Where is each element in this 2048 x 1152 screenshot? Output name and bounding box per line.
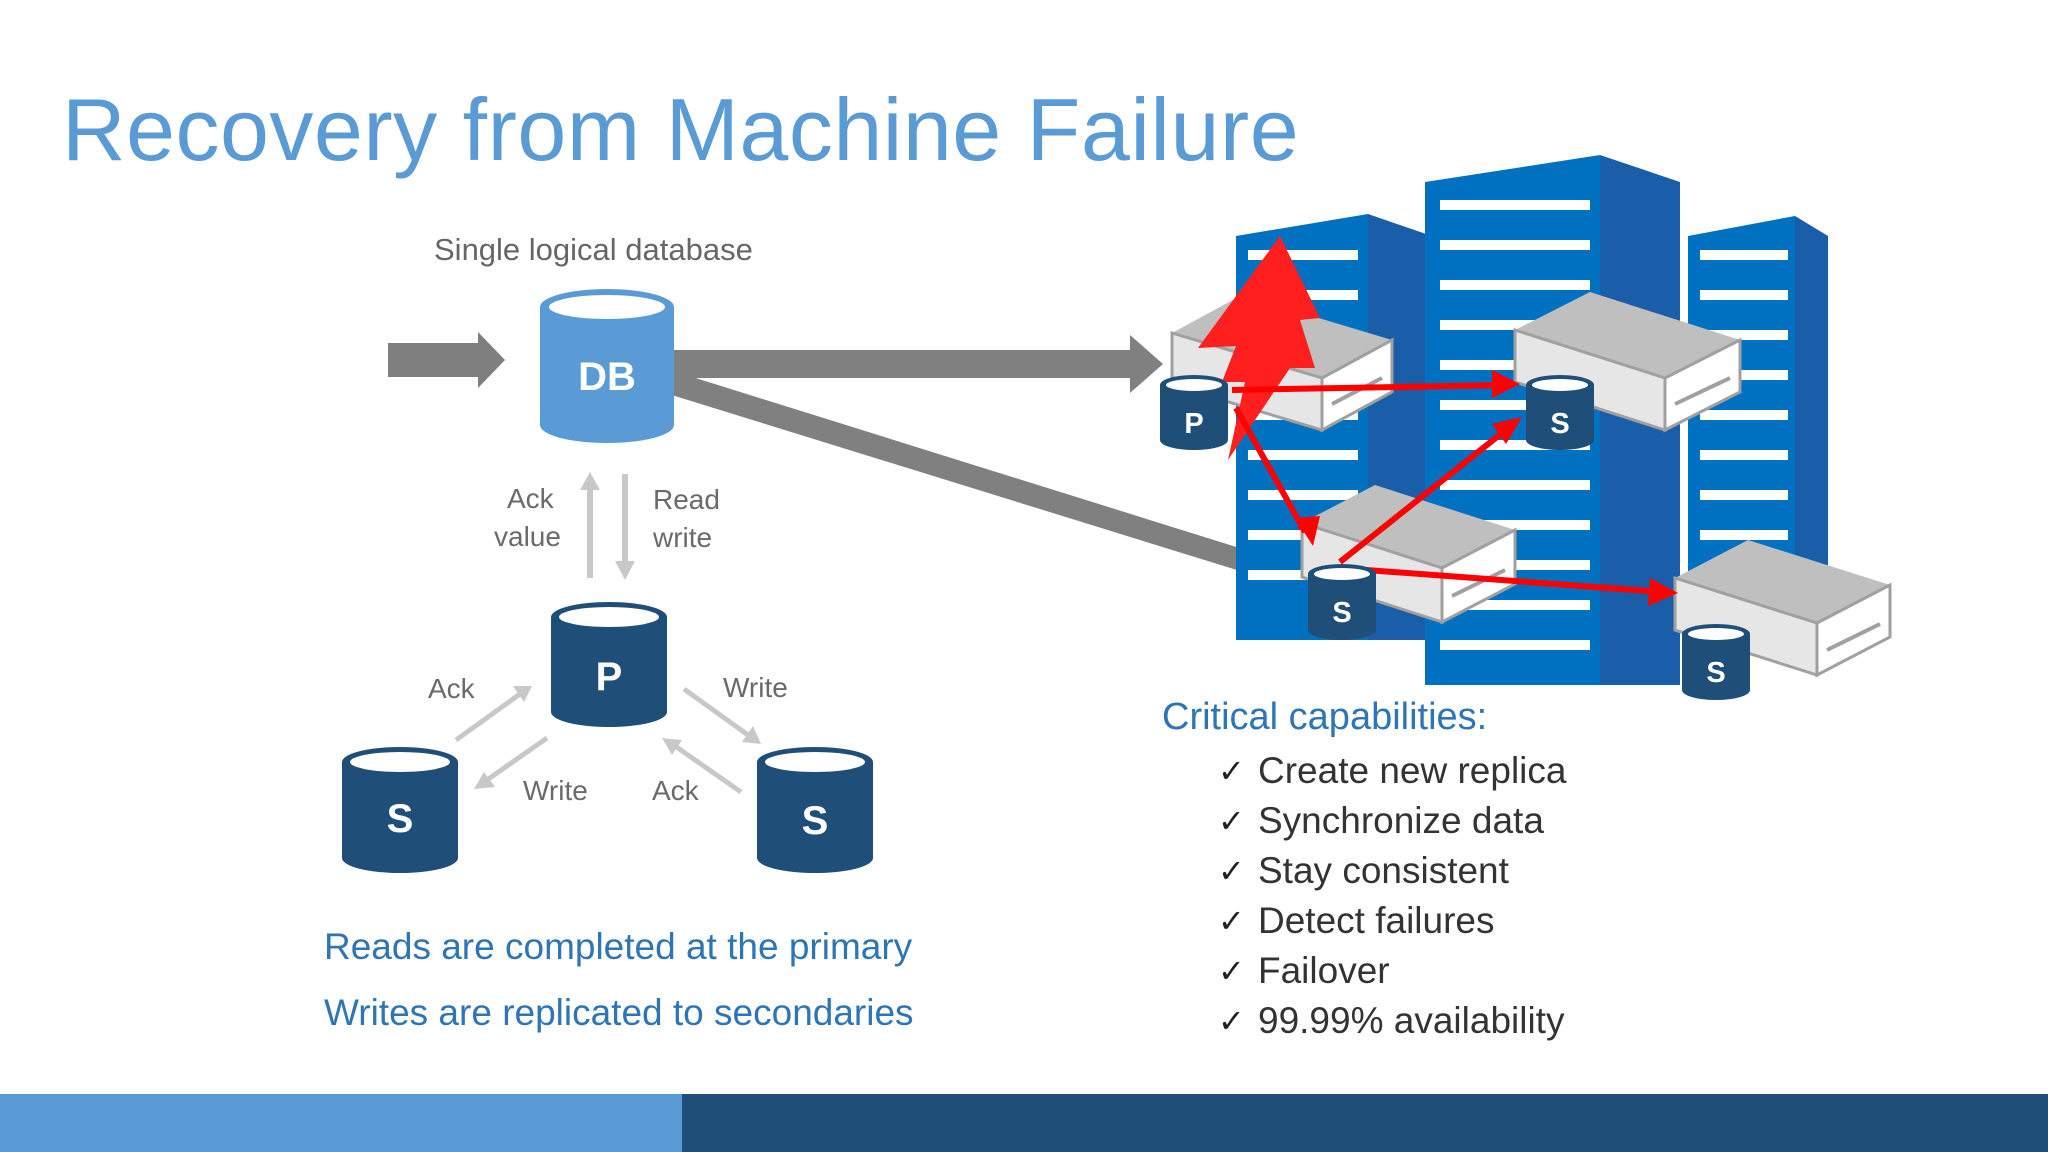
replication-arrowheads (1295, 370, 1678, 606)
db-label: DB (578, 355, 636, 399)
capability-text: Stay consistent (1258, 850, 1509, 891)
server-rack-right (1688, 216, 1828, 648)
ack-label-left: Ack (428, 673, 475, 704)
primary-replica-cylinder: P (1160, 375, 1228, 450)
slide-title: Recovery from Machine Failure (62, 80, 1300, 179)
check-icon: ✓ (1218, 753, 1245, 789)
check-icon: ✓ (1218, 803, 1245, 839)
capability-item: ✓ Synchronize data (1218, 796, 1566, 846)
write-label-left: Write (523, 775, 588, 806)
note-reads: Reads are completed at the primary (324, 926, 913, 967)
write-label-top: write (653, 522, 713, 553)
db-to-primary-server-arrow (672, 335, 1163, 393)
secondary-replica-cylinder-3: S (1682, 624, 1750, 700)
replication-arrows (1231, 380, 1664, 597)
capability-item: ✓ Stay consistent (1218, 846, 1566, 896)
value-label-top: value (494, 521, 561, 552)
secondary-cylinder-right: S (757, 747, 873, 873)
secondary-cylinder-left: S (342, 747, 458, 873)
capabilities-title: Critical capabilities: (1162, 696, 1488, 738)
write-left-arrow (474, 735, 549, 789)
check-icon: ✓ (1218, 1003, 1245, 1039)
capability-text: Detect failures (1258, 900, 1495, 941)
secondary-replica-cylinder-2: S (1308, 564, 1376, 640)
primary-label: P (596, 655, 623, 699)
single-db-caption: Single logical database (434, 232, 753, 267)
secondary-replica-label-3: S (1706, 657, 1725, 689)
check-icon: ✓ (1218, 853, 1245, 889)
ack-value-arrow (580, 472, 600, 578)
capability-item: ✓ Detect failures (1218, 896, 1566, 946)
footer-bar-dark (682, 1094, 2048, 1152)
capability-text: Failover (1258, 950, 1390, 991)
server-box-2 (1513, 292, 1742, 433)
capabilities-list: ✓ Create new replica ✓ Synchronize data ✓ S… (1218, 746, 1566, 1046)
footer-bar-light (0, 1094, 682, 1152)
capability-item: ✓ 99.99% availability (1218, 996, 1566, 1046)
secondary-replica-cylinder-1: S (1526, 375, 1594, 450)
secondary-replica-label-2: S (1332, 597, 1351, 629)
check-icon: ✓ (1218, 903, 1245, 939)
ack-label-right: Ack (652, 775, 699, 806)
ack-right-arrow (662, 738, 743, 795)
capability-item: ✓ Failover (1218, 946, 1566, 996)
ack-left-arrow (454, 686, 532, 743)
ack-label-top: Ack (507, 483, 554, 514)
db-cylinder: DB (540, 289, 674, 443)
lightning-bolt-icon (1198, 236, 1320, 460)
check-icon: ✓ (1218, 953, 1245, 989)
incoming-arrow (388, 332, 505, 388)
server-box-4 (1673, 540, 1892, 678)
read-write-arrow (615, 474, 635, 580)
write-label-right: Write (723, 672, 788, 703)
secondary-right-label: S (802, 799, 829, 843)
secondary-left-label: S (387, 797, 414, 841)
db-to-secondary-server-arrow (662, 370, 1290, 590)
write-right-arrow (682, 686, 761, 744)
capability-text: Synchronize data (1258, 800, 1544, 841)
capability-item: ✓ Create new replica (1218, 746, 1566, 796)
capability-text: 99.99% availability (1258, 1000, 1565, 1041)
note-writes: Writes are replicated to secondaries (324, 992, 914, 1033)
primary-replica-label: P (1184, 408, 1203, 440)
primary-cylinder: P (551, 602, 667, 727)
read-label: Read (653, 484, 720, 515)
capability-text: Create new replica (1258, 750, 1567, 791)
secondary-replica-label-1: S (1550, 408, 1569, 440)
